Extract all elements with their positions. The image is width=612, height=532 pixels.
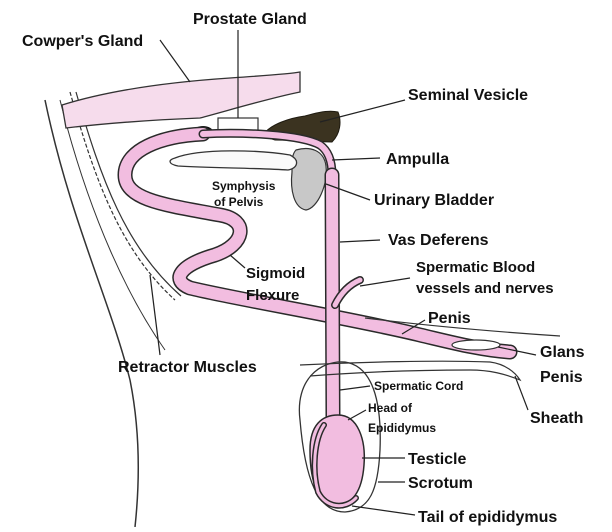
pelvis-shape [170,151,296,170]
leader-ampulla [332,158,380,160]
label-sigmoid-1: Sigmoid [246,265,305,282]
label-ampulla: Ampulla [386,151,449,168]
label-scrotum: Scrotum [408,475,473,492]
glans-shape [452,340,500,350]
leader-head-epididymis [348,410,366,420]
leader-sigmoid [230,255,245,268]
label-glans-1: Glans [540,344,585,361]
label-spermatic-vessels-2: vessels and nerves [416,280,554,297]
label-symphysis-2: of Pelvis [214,195,264,209]
label-seminal-vesicle: Seminal Vesicle [408,87,528,104]
label-head-epididymis-1: Head of [368,401,413,415]
label-prostate-gland: Prostate Gland [193,11,307,28]
label-cowpers-gland: Cowper's Gland [22,33,143,50]
leader-spermatic-vessels [360,278,410,286]
label-spermatic-cord: Spermatic Cord [374,379,463,393]
leader-cowpers [160,40,190,82]
urinary-bladder-shape [292,149,327,210]
label-tail-epididymus: Tail of epididymus [418,509,557,526]
label-penis: Penis [428,310,471,327]
vas-deferens-fill [332,175,333,420]
label-glans-2: Penis [540,369,583,386]
rectum [62,72,300,128]
label-sigmoid-2: Flexure [246,287,299,304]
leader-retractor [150,275,160,355]
leader-sheath [515,376,528,410]
label-symphysis-1: Symphysis [212,179,276,193]
leader-tail-epididymus [352,506,415,515]
label-sheath: Sheath [530,410,583,427]
leader-vas-deferens [340,240,380,242]
label-testicle: Testicle [408,451,467,468]
label-retractor-muscles: Retractor Muscles [118,359,257,376]
label-vas-deferens: Vas Deferens [388,232,489,249]
leader-spermatic-cord [340,386,370,390]
label-spermatic-vessels-1: Spermatic Blood [416,259,535,276]
label-head-epididymis-2: Epididymus [368,421,436,435]
label-urinary-bladder: Urinary Bladder [374,192,494,209]
